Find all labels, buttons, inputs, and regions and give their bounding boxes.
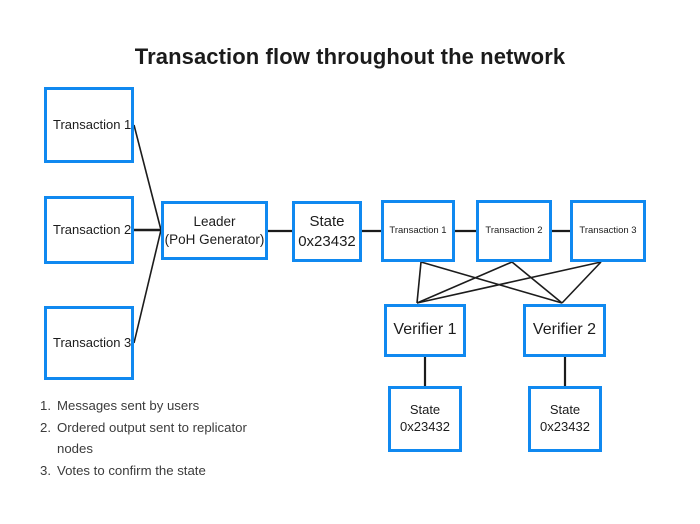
legend: 1. Messages sent by users 2. Ordered out… — [40, 396, 280, 484]
legend-item-number: 3. — [40, 463, 51, 479]
page-title: Transaction flow throughout the network — [134, 44, 566, 69]
node-label-line-1: State — [309, 213, 345, 231]
wire-tx1-leader — [133, 124, 162, 231]
node-transaction-1-left[interactable]: Transaction 1 — [44, 87, 134, 163]
legend-item: 3. Votes to confirm the state — [40, 461, 280, 481]
node-label: Transaction 2 — [53, 221, 132, 237]
wire-tx1-verifier2 — [420, 261, 563, 304]
node-verifier-1[interactable]: Verifier 1 — [384, 304, 466, 357]
legend-item: 2. Ordered output sent to replicator nod… — [40, 418, 280, 459]
node-label: Verifier 2 — [532, 321, 597, 339]
node-label: Verifier 1 — [393, 321, 457, 339]
legend-item-number: 1. — [40, 398, 51, 413]
wire-tx2-verifier2 — [511, 261, 563, 304]
node-label: Transaction 3 — [579, 224, 637, 236]
node-transaction-2-left[interactable]: Transaction 2 — [44, 196, 134, 264]
node-label: Transaction 1 — [53, 116, 132, 132]
node-label-line-2: 0x23432 — [400, 419, 450, 434]
legend-item-text: Messages sent by users — [57, 398, 200, 413]
node-label-line-1: Leader — [193, 214, 236, 230]
node-label: Transaction 2 — [485, 224, 543, 236]
wire-tx3-verifier1 — [416, 261, 602, 304]
node-label-line-1: State — [549, 402, 581, 418]
legend-item-text: Votes to confirm the state — [57, 463, 206, 479]
legend-item-text: Ordered output sent to replicator nodes — [57, 420, 247, 456]
legend-item-number: 2. — [40, 420, 51, 436]
wire-tx2-verifier1 — [416, 261, 513, 304]
legend-item: 1. Messages sent by users — [40, 396, 280, 416]
node-state-verifier-1[interactable]: State 0x23432 — [388, 386, 462, 452]
node-state-ledger[interactable]: State 0x23432 — [292, 201, 362, 262]
node-label: Transaction 1 — [389, 224, 447, 236]
node-transaction-3-chain[interactable]: Transaction 3 — [570, 200, 646, 262]
node-transaction-2-chain[interactable]: Transaction 2 — [476, 200, 552, 262]
node-transaction-1-chain[interactable]: Transaction 1 — [381, 200, 455, 262]
node-label: Transaction 3 — [53, 334, 132, 350]
node-leader[interactable]: Leader (PoH Generator) — [161, 201, 268, 260]
node-label-line-1: State — [409, 402, 441, 418]
node-state-verifier-2[interactable]: State 0x23432 — [528, 386, 602, 452]
wire-tx1-verifier1 — [416, 261, 422, 304]
node-transaction-3-left[interactable]: Transaction 3 — [44, 306, 134, 380]
wire-tx3-verifier2 — [561, 261, 602, 304]
node-label-line-2: 0x23432 — [298, 232, 356, 250]
wire-tx3-leader — [133, 229, 162, 344]
node-label-line-2: (PoH Generator) — [164, 231, 265, 247]
node-verifier-2[interactable]: Verifier 2 — [523, 304, 606, 357]
node-label-line-2: 0x23432 — [540, 419, 590, 434]
